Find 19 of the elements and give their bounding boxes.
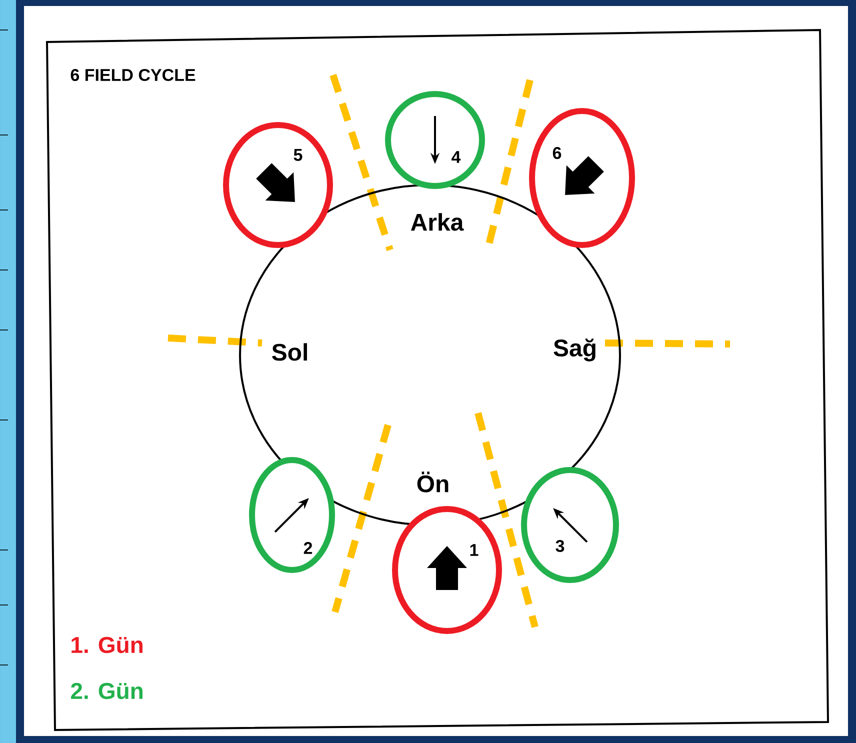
field-number: 2 — [304, 542, 312, 554]
legend-text: 1. Gün — [72, 636, 142, 654]
title: 6 FIELD CYCLE — [70, 68, 196, 81]
field-number: 6 — [552, 146, 562, 159]
field-number: 5 — [294, 149, 302, 161]
field-circle — [392, 506, 502, 634]
field-number: 1 — [470, 544, 478, 556]
side-label: Sol — [272, 343, 307, 361]
field-number: 4 — [452, 151, 461, 163]
side-label: Arka — [410, 213, 464, 231]
field-circle — [249, 456, 335, 573]
field-circle — [385, 90, 485, 189]
field-circle — [223, 122, 333, 248]
field-circle — [529, 108, 635, 248]
field-number: 3 — [556, 540, 564, 552]
field-circle — [521, 466, 619, 583]
side-label: Sağ — [554, 338, 596, 362]
legend-text: 2. Gün — [71, 682, 142, 700]
side-label: Ön — [417, 472, 448, 492]
